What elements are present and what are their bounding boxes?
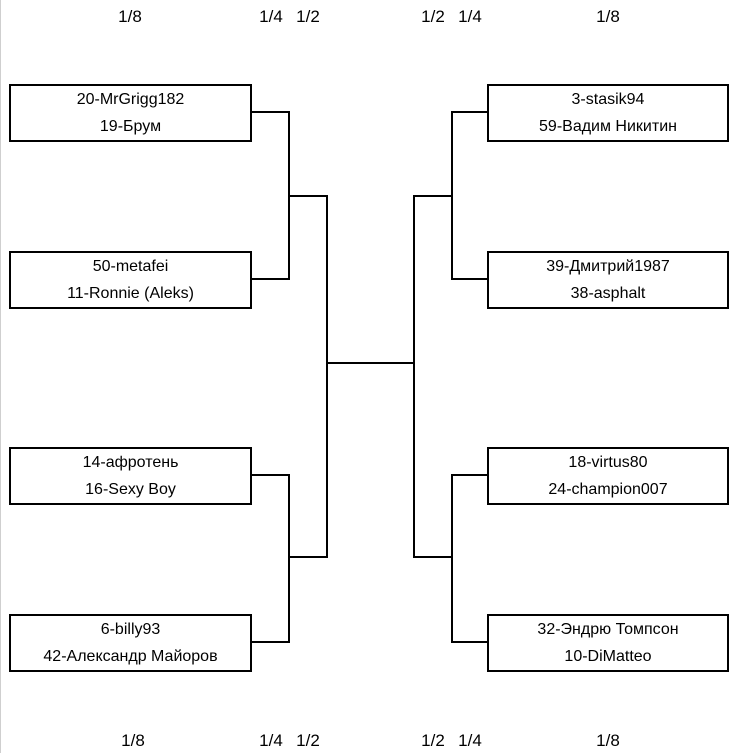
- round-label-bottom-1-4-right: 1/4: [458, 731, 482, 750]
- player-name: 6-billy93: [100, 621, 161, 638]
- player-name: 38-asphalt: [570, 285, 646, 302]
- connector-line: [451, 278, 488, 280]
- match-box: 14-афротень 16-Sexy Boy: [9, 447, 252, 505]
- player-name: 18-virtus80: [568, 454, 648, 471]
- final-connector-line: [326, 362, 415, 364]
- player-name: 59-Вадим Никитин: [539, 118, 677, 135]
- match-box: 18-virtus80 24-champion007: [487, 447, 729, 505]
- connector-line: [451, 474, 488, 476]
- player-name: 50-metafei: [92, 258, 169, 275]
- match-box: 50-metafei 11-Ronnie (Aleks): [9, 251, 252, 309]
- round-label-top-1-2-right: 1/2: [421, 7, 445, 26]
- connector-line: [250, 278, 290, 280]
- round-label-top-1-8-left: 1/8: [118, 7, 142, 26]
- round-label-top-1-8-right: 1/8: [596, 7, 620, 26]
- connector-line: [326, 195, 328, 558]
- match-box: 3-stasik94 59-Вадим Никитин: [487, 84, 729, 142]
- match-box: 6-billy93 42-Александр Майоров: [9, 614, 252, 672]
- player-name: 19-Брум: [99, 118, 162, 135]
- player-name: 10-DiMatteo: [564, 648, 652, 665]
- connector-line: [288, 474, 290, 643]
- match-box: 32-Эндрю Томпсон 10-DiMatteo: [487, 614, 729, 672]
- connector-line: [451, 641, 488, 643]
- player-name: 32-Эндрю Томпсон: [537, 621, 679, 638]
- round-label-bottom-1-8-left: 1/8: [121, 731, 145, 750]
- round-label-top-1-2-left: 1/2: [296, 7, 320, 26]
- connector-line: [250, 641, 290, 643]
- connector-line: [250, 111, 290, 113]
- round-label-top-1-4-left: 1/4: [259, 7, 283, 26]
- connector-line: [288, 195, 328, 197]
- round-label-bottom-1-2-left: 1/2: [296, 731, 320, 750]
- player-name: 16-Sexy Boy: [85, 481, 176, 498]
- connector-line: [451, 474, 453, 643]
- player-name: 20-MrGrigg182: [76, 91, 185, 108]
- connector-line: [288, 556, 328, 558]
- player-name: 11-Ronnie (Aleks): [67, 285, 194, 302]
- player-name: 24-champion007: [548, 481, 668, 498]
- round-label-bottom-1-2-right: 1/2: [421, 731, 445, 750]
- round-label-top-1-4-right: 1/4: [458, 7, 482, 26]
- player-name: 42-Александр Майоров: [43, 648, 218, 665]
- player-name: 39-Дмитрий1987: [546, 258, 670, 275]
- round-label-bottom-1-4-left: 1/4: [259, 731, 283, 750]
- connector-line: [413, 556, 453, 558]
- player-name: 14-афротень: [82, 454, 179, 471]
- left-border-line: [0, 0, 1, 753]
- match-box: 20-MrGrigg182 19-Брум: [9, 84, 252, 142]
- connector-line: [413, 195, 415, 558]
- connector-line: [413, 195, 453, 197]
- connector-line: [250, 474, 290, 476]
- round-label-bottom-1-8-right: 1/8: [596, 731, 620, 750]
- connector-line: [451, 111, 453, 280]
- connector-line: [451, 111, 488, 113]
- match-box: 39-Дмитрий1987 38-asphalt: [487, 251, 729, 309]
- player-name: 3-stasik94: [571, 91, 645, 108]
